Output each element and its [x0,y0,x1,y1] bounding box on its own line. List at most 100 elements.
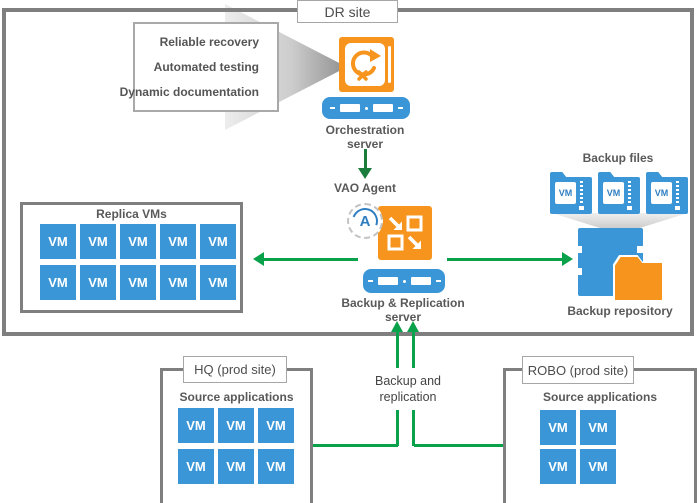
vm-box: VM [80,265,116,300]
file-zipper [580,181,583,205]
vao-agent-icon: A [347,203,383,239]
backup-file-icon: VM [598,172,640,214]
hq-site-label: HQ (prod site) [183,356,287,383]
backup-files-title-text: Backup files [582,151,654,165]
arrow-up-head [407,321,419,332]
hq-source-applications-title: Source applications [179,390,294,404]
replica-vms-box [20,202,243,313]
benefits-callout-text: Reliable recovery Automated testing Dyna… [120,24,277,110]
bnr-caption-line1: Backup & Replication [341,296,465,310]
orchestration-server-chassis [322,97,410,119]
vm-box: VM [120,265,156,300]
benefit-automated-testing: Automated testing [153,60,259,74]
backup-repository-caption: Backup repository [558,304,682,318]
vm-box: VM [258,449,294,484]
backup-files-title: Backup files [558,151,678,165]
benefit-dynamic-documentation: Dynamic documentation [119,85,259,99]
file-zipper-pull [579,206,584,210]
arrow-right-head [562,252,573,266]
server-bar-slot [372,104,393,112]
folder-icon [615,257,662,300]
vm-box: VM [540,410,576,445]
file-vm-label: VM [603,182,624,204]
vm-box: VM [120,224,156,259]
vm-box: VM [580,449,616,484]
backup-replication-caption: Backup & Replication server [333,296,473,324]
robo-source-applications-title: Source applications [542,390,658,404]
connector-label-line1: Backup and [374,374,442,388]
arrow-up-head [391,321,403,332]
server-bar-dot [402,279,406,283]
backup-replication-icon [378,206,432,260]
hq-connector-line [313,444,398,447]
orchestration-page-edge [388,46,391,83]
vao-monogram: A [359,212,371,230]
orchestration-caption-line2: server [346,137,384,151]
backup-and-replication-label: Backup and replication [352,368,464,410]
connector-label-line2: replication [379,390,437,404]
server-bar-slot [410,277,431,285]
vm-box: VM [540,449,576,484]
server-bar-dot [364,106,368,110]
repository-notch [576,246,582,253]
file-tab [646,172,663,178]
backup-replication-chassis [363,269,445,293]
server-bar-dash [397,107,403,109]
repository-notch [637,246,643,253]
file-vm-label: VM [651,182,672,204]
vm-box: VM [40,265,76,300]
vm-box: VM [218,408,254,443]
replica-vms-title-text: Replica VMs [96,207,167,221]
orchestration-server-icon [339,37,394,92]
orchestration-server-caption: Orchestration server [305,123,425,151]
file-tab [598,172,615,178]
loop-arrow-x-icon [350,49,381,81]
backup-repository-caption-text: Backup repository [567,304,673,318]
hq-site-label-text: HQ (prod site) [194,362,276,377]
repository-notch [576,268,582,275]
file-zipper [676,181,679,205]
vm-box: VM [40,224,76,259]
vm-box: VM [258,408,294,443]
robo-site-label-text: ROBO (prod site) [527,362,629,378]
file-zipper-pull [675,206,680,210]
orchestration-to-agent-arrow [364,149,367,170]
benefit-reliable-recovery: Reliable recovery [159,35,259,49]
vm-box: VM [178,408,214,443]
dr-site-label-text: DR site [324,3,371,20]
vm-box: VM [218,449,254,484]
arrow-down-head [358,168,372,179]
vm-box: VM [160,224,196,259]
squares-arrows-icon [387,215,423,251]
file-tab [550,172,567,178]
server-bar-dash [367,280,373,282]
server-bar-slot [377,277,398,285]
vao-agent-caption-text: VAO Agent [334,181,396,195]
server-bar-dash [435,280,441,282]
file-zipper [628,181,631,205]
orchestration-icon-panel [345,43,385,86]
dr-site-label: DR site [297,0,398,23]
vm-box: VM [200,224,236,259]
vm-box: VM [580,410,616,445]
bnr-caption-line2: server [384,310,422,324]
replica-vms-title: Replica VMs [23,207,240,221]
vm-box: VM [178,449,214,484]
replication-arrow-to-replicas [263,258,358,261]
backup-file-icon: VM [550,172,592,214]
benefits-callout-box [133,22,279,112]
vao-agent-caption: VAO Agent [327,181,403,195]
vm-box: VM [80,224,116,259]
orchestration-caption-line1: Orchestration [325,123,405,137]
robo-connector-line [414,444,503,447]
arrow-left-head [253,252,264,266]
backup-file-icon: VM [646,172,688,214]
file-vm-label: VM [555,182,576,204]
vm-box: VM [160,265,196,300]
server-bar-slot [339,104,360,112]
vm-box: VM [200,265,236,300]
robo-site-label: ROBO (prod site) [522,356,634,384]
